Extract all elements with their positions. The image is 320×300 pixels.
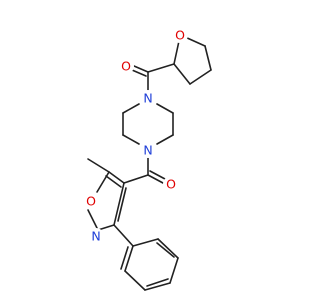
bond (144, 282, 171, 291)
bond (113, 182, 125, 226)
bond (133, 65, 149, 73)
bond (173, 40, 180, 65)
piperazine-ring (122, 103, 174, 145)
bond (169, 257, 179, 284)
bond (147, 174, 164, 184)
bond (132, 238, 159, 247)
bond (120, 246, 129, 270)
phenyl-ring (113, 224, 179, 291)
bond (173, 63, 191, 85)
atom-oxygen-carbonyl-top: O (118, 58, 134, 74)
atom-nitrogen-isoxazole: N (88, 228, 104, 244)
atom-label: O (86, 194, 96, 209)
atom-labels: O O N N O O N (83, 27, 188, 244)
molecule-structure-diagram: O O N N O O N (83, 27, 212, 291)
bond (123, 174, 149, 184)
bond (131, 69, 147, 77)
tetrahydrofuran-ring (173, 36, 212, 85)
atom-label: N (143, 91, 152, 106)
bond (105, 175, 122, 188)
atom-nitrogen-piperazine-top: N (140, 90, 156, 106)
atom-oxygen-carbonyl-bottom: O (163, 176, 179, 192)
bond (156, 242, 175, 258)
atom-label: N (143, 143, 152, 158)
bond (97, 224, 115, 231)
bond (157, 238, 179, 259)
bond (108, 171, 125, 184)
bond (87, 209, 99, 231)
bond (124, 270, 146, 291)
bond (146, 278, 169, 287)
bond (113, 224, 134, 247)
bond (122, 103, 140, 114)
bond (156, 134, 174, 145)
bond (124, 245, 134, 272)
atom-oxygen-thf: O (172, 27, 188, 43)
atom-label: O (175, 28, 185, 43)
bond (184, 36, 206, 47)
bond (117, 187, 127, 222)
bond (87, 158, 110, 173)
bond (149, 170, 166, 180)
atom-oxygen-isoxazole: O (83, 193, 99, 209)
atom-label: O (121, 59, 131, 74)
bottom-carbonyl-group (123, 155, 166, 184)
bond (204, 45, 212, 71)
atom-label: O (166, 177, 176, 192)
isoxazole-ring (87, 158, 127, 231)
bond (189, 69, 212, 85)
atom-label: N (91, 229, 100, 244)
bond (147, 63, 175, 73)
top-carbonyl-group (131, 63, 175, 94)
atom-nitrogen-piperazine-bottom: N (140, 142, 156, 158)
bond (122, 134, 140, 145)
bond (156, 103, 174, 114)
bond (96, 171, 110, 193)
